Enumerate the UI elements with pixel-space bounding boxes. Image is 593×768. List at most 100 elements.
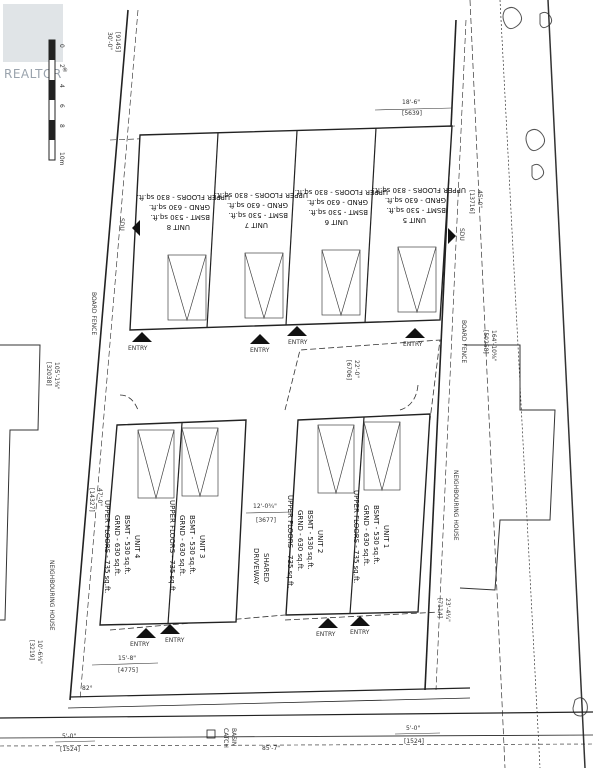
unit-6-upper: UPPER FLOORS - 830 sq.ft. — [295, 188, 388, 196]
dim-47-mm: [14327] — [88, 488, 95, 512]
entry-label: ENTRY — [350, 629, 370, 636]
unit-4-label: UNIT 4 BSMT - 530 sq.ft. GRND - 630 sq.f… — [103, 500, 141, 593]
catch-label: CATCH — [222, 728, 229, 748]
unit-4-upper: UPPER FLOORS - 735 sq.ft. — [103, 500, 111, 593]
entry-triangle — [318, 618, 338, 628]
entry-triangle — [287, 326, 307, 336]
unit-2-name: UNIT 2 — [316, 530, 324, 553]
unit-6-label: UNIT 6 BSMT - 530 sq.ft. GRND - 630 sq.f… — [295, 188, 388, 226]
entry-label: ENTRY — [250, 347, 270, 354]
dim-front-5-right-mm: [1524] — [404, 738, 424, 745]
dim-front-5-left: 5'-0" — [62, 733, 76, 740]
unit-7-bsmt: BSMT - 530 sq.ft. — [228, 211, 288, 219]
entry-label: ENTRY — [316, 631, 336, 638]
unit-6-grnd: GRND - 630 sq.ft. — [307, 198, 368, 206]
dim-left-10-mm: [3219] — [28, 640, 35, 660]
unit-3-name: UNIT 3 — [198, 535, 206, 558]
dim-45: 45'-0" — [476, 190, 483, 208]
stair — [317, 424, 355, 494]
dim-18-6: 18'-6" — [402, 99, 420, 106]
dim-front-5-left-mm: [1524] — [60, 746, 80, 753]
street-lines — [469, 0, 586, 768]
board-fence-right: BOARD FENCE — [460, 320, 467, 363]
unit-1-upper: UPPER FLOORS - 735 sq.ft. — [352, 490, 360, 583]
scale-mark-1: 2 — [58, 64, 65, 68]
unit-2-label: UNIT 2 BSMT - 530 sq.ft. GRND - 630 sq.f… — [286, 495, 324, 588]
unit-6-bsmt: BSMT - 530 sq.ft. — [308, 208, 368, 216]
scale-mark-3: 6 — [58, 104, 65, 108]
stair — [244, 252, 284, 319]
catch-basin: CATCH BASIN — [206, 728, 237, 748]
dim-angle-82: 82° — [82, 685, 93, 692]
dim-12-mm: [3677] — [256, 517, 276, 524]
top-entries: ENTRY ENTRY ENTRY ENTRY — [128, 326, 425, 354]
realtor-logo-mark: ® — [62, 67, 68, 74]
tree-icon — [502, 6, 523, 30]
unit-5-label: UNIT 5 BSMT - 530 sq.ft. GRND - 630 sq.f… — [373, 186, 466, 224]
unit-2-upper: UPPER FLOORS - 735 sq.ft. — [286, 495, 294, 588]
bottom-entries: ENTRY ENTRY ENTRY ENTRY — [130, 616, 370, 648]
realtor-logo-text: REALTOR — [4, 67, 62, 81]
lot-boundary — [0, 9, 593, 747]
stair — [167, 254, 207, 321]
entry-label: ENTRY — [165, 637, 185, 644]
entry-triangle — [132, 332, 152, 342]
tree-icon — [539, 11, 553, 29]
unit-3-grnd: GRND - 630 sq.ft. — [178, 515, 186, 576]
entry-triangle — [136, 628, 156, 638]
sdu-triangle — [448, 228, 456, 244]
shared-driveway-label: SHARED DRIVEWAY — [252, 548, 270, 585]
dimension-labels: 30'-0" [9145] 18'-6" [5639] 45'-0" [1371… — [28, 32, 497, 753]
unit-2-bsmt: BSMT - 530 sq.ft. — [306, 510, 314, 570]
entry-label: ENTRY — [288, 339, 308, 346]
tree-icon — [572, 697, 588, 717]
board-fence-left: BOARD FENCE — [90, 292, 97, 335]
shared-label: SHARED — [262, 553, 270, 582]
dim-22: 22'-0" — [353, 360, 360, 378]
unit-2-grnd: GRND - 630 sq.ft. — [296, 510, 304, 571]
dim-left-10: 10'-6⅛" — [36, 640, 43, 664]
catch-basin-icon — [206, 729, 216, 739]
dim-23: 23'-4¼" — [444, 598, 451, 622]
unit-7-name: UNIT 7 — [245, 221, 268, 229]
unit-4-bsmt: BSMT - 530 sq.ft. — [123, 515, 131, 575]
unit-1-grnd: GRND - 630 sq.ft. — [362, 505, 370, 566]
top-building — [129, 125, 453, 331]
dim-12: 12'-0¾" — [253, 503, 277, 510]
unit-5-grnd: GRND - 630 sq.ft. — [385, 196, 446, 204]
unit-8-bsmt: BSMT - 530 sq.ft. — [150, 213, 210, 221]
unit-3-label: UNIT 3 BSMT - 530 sq.ft. GRND - 630 sq.f… — [168, 500, 206, 593]
unit-8-name: UNIT 8 — [167, 223, 190, 231]
unit-7-label: UNIT 7 BSMT - 530 sq.ft. GRND - 630 sq.f… — [215, 191, 308, 229]
dim-right-164-mm: [50258] — [482, 330, 489, 354]
dim-45-mm: [13716] — [468, 190, 475, 214]
realtor-logo: REALTOR ® — [3, 4, 68, 81]
scale-mark-4: 8 — [58, 124, 65, 128]
sdu-markers: SDU SDU — [118, 218, 465, 244]
unit-3-bsmt: BSMT - 530 sq.ft. — [188, 515, 196, 575]
unit-4-grnd: GRND - 630 sq.ft. — [113, 515, 121, 576]
entry-label: ENTRY — [128, 345, 148, 352]
unit-1-label: UNIT 1 BSMT - 530 sq.ft. GRND - 630 sq.f… — [352, 490, 390, 583]
sdu-triangle — [132, 220, 140, 236]
scale-mark-2: 4 — [58, 84, 65, 88]
tree-icon — [531, 163, 545, 181]
sdu-label-right: SDU — [458, 228, 465, 241]
stair — [397, 246, 437, 313]
dim-18-6-mm: [5639] — [402, 110, 422, 117]
neighbouring-outlines — [0, 344, 556, 621]
unit-6-name: UNIT 6 — [324, 218, 348, 226]
bottom-building — [99, 413, 431, 626]
scale-mark-0: 0 — [58, 44, 65, 48]
unit-4-name: UNIT 4 — [133, 535, 141, 559]
entry-triangle — [160, 624, 180, 634]
unit-5-upper: UPPER FLOORS - 830 sq.ft. — [373, 186, 466, 194]
stair — [181, 427, 219, 497]
unit-3-upper: UPPER FLOORS - 735 sq.ft. — [168, 500, 176, 593]
entry-label: ENTRY — [403, 341, 423, 348]
dim-front-5-right: 5'-0" — [406, 725, 420, 732]
stair — [137, 429, 175, 499]
dim-15-8-mm: [4775] — [118, 667, 138, 674]
dim-top-30-mm: [9145] — [114, 32, 121, 52]
